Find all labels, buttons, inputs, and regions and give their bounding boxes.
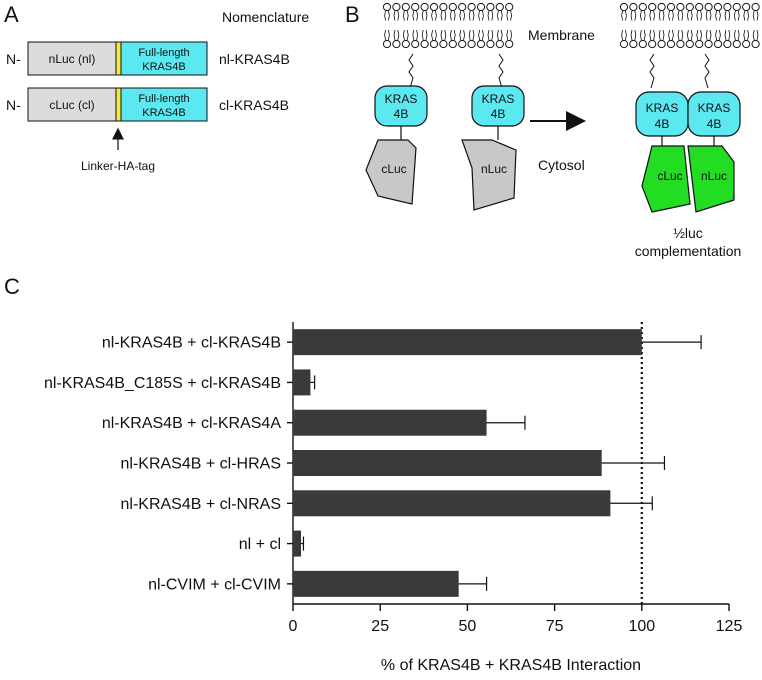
panel-a-letter: A	[4, 2, 19, 27]
bar	[293, 409, 487, 436]
x-tick-label: 25	[371, 618, 389, 635]
x-tick-label: 50	[459, 618, 477, 635]
nluc-tag-box	[27, 41, 117, 76]
membrane-right	[619, 2, 760, 49]
x-tick-label: 100	[628, 618, 655, 635]
linker-label: Linker-HA-tag	[81, 159, 155, 173]
bar	[293, 369, 311, 396]
x-tick-label: 125	[716, 618, 743, 635]
kras-label-line1: KRAS	[646, 101, 679, 115]
x-tick-label: 75	[546, 618, 564, 635]
category-label: nl-KRAS4B + cl-KRAS4A	[102, 415, 282, 432]
linker-box	[115, 87, 122, 122]
kras-label-line1: KRAS	[482, 92, 515, 106]
cluc-label: cLuc	[657, 169, 682, 183]
kras-label-line2: 4B	[394, 107, 409, 121]
kras4b-label-line2: KRAS4B	[142, 61, 185, 73]
cluc-tag-label: cLuc (cl)	[49, 98, 94, 112]
construct-name: nl-KRAS4B	[219, 51, 290, 67]
membrane-left	[382, 2, 514, 49]
kras4b-box	[120, 87, 208, 122]
kras-label-line2: 4B	[707, 117, 722, 131]
panel-b-letter: B	[345, 2, 360, 27]
bar	[293, 490, 611, 517]
nluc-label: nLuc	[481, 162, 507, 176]
construct-nl-kras4b: N- nLuc (nl) Full-length KRAS4B nl-KRAS4…	[6, 41, 290, 76]
panel-b: B Membrane KRAS 4B cLuc KRAS 4B nLuc Cyt…	[345, 2, 760, 259]
category-label: nl-KRAS4B + cl-KRAS4B	[102, 335, 281, 352]
category-label: nl-KRAS4B_C185S + cl-KRAS4B	[44, 375, 281, 392]
nluc-fragment	[461, 139, 517, 211]
panel-c: C nl-KRAS4B + cl-KRAS4B nl-KRAS4B_C185S +…	[4, 274, 742, 674]
bar	[293, 329, 642, 356]
category-label: nl-CVIM + cl-CVIM	[148, 576, 281, 593]
kras-label-line1: KRAS	[385, 92, 418, 106]
kras-label-line2: 4B	[491, 107, 506, 121]
x-axis-label: % of KRAS4B + KRAS4B Interaction	[381, 657, 641, 674]
bar	[293, 450, 602, 476]
cluc-complemented	[641, 145, 691, 213]
kras-label-line2: 4B	[655, 117, 670, 131]
nluc-complemented	[687, 145, 735, 213]
panel-a: A Nomenclature N- nLuc (nl) Full-length …	[4, 2, 309, 173]
kras-label-line1: KRAS	[698, 101, 731, 115]
cluc-tag-box	[27, 87, 117, 122]
nluc-tag-label: nLuc (nl)	[49, 52, 96, 66]
kras4b-box	[120, 41, 208, 76]
category-label: nl + cl	[239, 536, 281, 553]
kras4b-label-line1: Full-length	[138, 47, 189, 59]
category-label: nl-KRAS4B + cl-NRAS	[121, 496, 282, 513]
construct-prefix: N-	[6, 97, 21, 113]
kras4b-label-line2: KRAS4B	[142, 107, 185, 119]
panel-c-letter: C	[4, 274, 20, 299]
x-tick-label: 0	[289, 618, 298, 635]
construct-cl-kras4b: N- cLuc (cl) Full-length KRAS4B cl-KRAS4…	[6, 87, 289, 122]
bar-chart: nl-KRAS4B + cl-KRAS4B nl-KRAS4B_C185S + c…	[44, 322, 742, 674]
cytosol-label: Cytosol	[538, 157, 585, 173]
complementation-label-line2: complementation	[635, 243, 742, 259]
membrane-label: Membrane	[528, 27, 595, 43]
bar	[293, 570, 459, 597]
construct-prefix: N-	[6, 51, 21, 67]
cluc-label: cLuc	[381, 162, 406, 176]
bar	[293, 530, 302, 557]
category-label: nl-KRAS4B + cl-HRAS	[121, 456, 282, 473]
kras4b-label-line1: Full-length	[138, 93, 189, 105]
complementation-label-line1: ½luc	[673, 225, 703, 241]
cluc-fragment	[365, 139, 417, 205]
linker-box	[115, 41, 122, 76]
nluc-label: nLuc	[701, 169, 727, 183]
construct-name: cl-KRAS4B	[219, 97, 289, 113]
nomenclature-title: Nomenclature	[222, 9, 309, 25]
